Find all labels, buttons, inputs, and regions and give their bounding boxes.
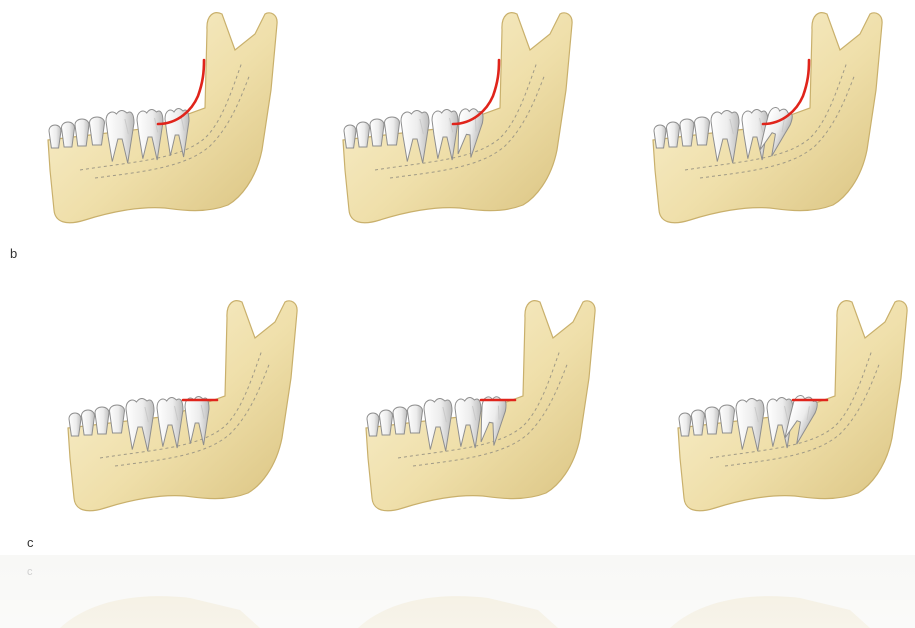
premolar-tooth (720, 405, 735, 433)
reflection-fade (0, 555, 915, 628)
incisor-tooth (49, 125, 61, 148)
canine-tooth (357, 122, 370, 147)
mandible-figure-row2-2 (366, 301, 595, 511)
incisor-tooth (367, 413, 379, 436)
incisor-tooth (654, 125, 666, 148)
premolar-tooth (393, 407, 407, 434)
canine-tooth (380, 410, 393, 435)
panel-label-c-reflection: c (27, 566, 33, 578)
panel-label-c: c (27, 535, 34, 550)
premolar-tooth (110, 405, 125, 433)
panel-label-b: b (10, 246, 17, 261)
premolar-tooth (385, 117, 400, 145)
premolar-tooth (705, 407, 719, 434)
incisor-tooth (69, 413, 81, 436)
premolar-tooth (90, 117, 105, 145)
incisor-tooth (679, 413, 691, 436)
premolar-tooth (695, 117, 710, 145)
mandible-figure-row1-3 (653, 13, 882, 223)
canine-tooth (692, 410, 705, 435)
premolar-tooth (75, 119, 89, 146)
premolar-tooth (408, 405, 423, 433)
mandible-figure-row1-2 (343, 13, 572, 223)
canine-tooth (667, 122, 680, 147)
mandible-figure-row1-1 (48, 13, 277, 223)
mandible-figure-row2-1 (68, 301, 297, 511)
mandible-figure-row2-3 (678, 301, 907, 511)
premolar-tooth (680, 119, 694, 146)
incisor-tooth (344, 125, 356, 148)
premolar-tooth (370, 119, 384, 146)
reflection-strip (0, 555, 915, 628)
canine-tooth (62, 122, 75, 147)
mandible-figures (48, 13, 907, 511)
canine-tooth (82, 410, 95, 435)
premolar-tooth (95, 407, 109, 434)
